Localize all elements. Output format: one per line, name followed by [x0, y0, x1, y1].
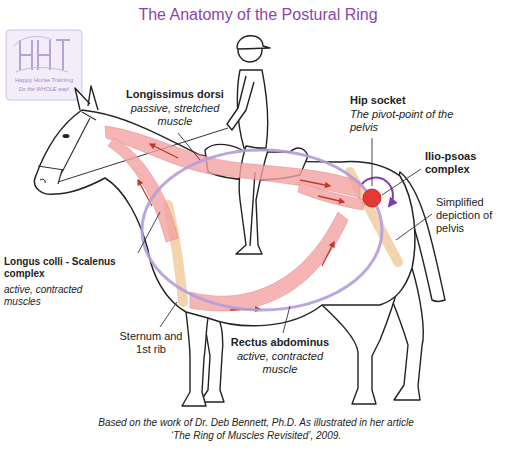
muscle-arrow: [300, 180, 330, 186]
horse-body: [34, 110, 414, 326]
iliopsoas-band: [298, 182, 365, 210]
leader-line: [178, 133, 200, 160]
postural-ring: [142, 150, 382, 310]
muscle-name: Longissimus dorsi: [120, 88, 230, 101]
rider-helmet: [237, 36, 270, 49]
rectus-band: [190, 212, 348, 311]
logo-symbol: [20, 40, 70, 70]
muscle-note: passive, stretched muscle: [125, 102, 225, 128]
rider-leg: [236, 146, 268, 254]
horse-ears: [75, 86, 98, 110]
leader-line: [372, 138, 373, 186]
rider: [227, 36, 270, 254]
near-foreleg: [182, 312, 208, 406]
stirrup-leather: [250, 172, 255, 246]
muscle-arrows: [138, 144, 344, 310]
muscle-arrow: [322, 242, 334, 266]
logo-slogan: Do the WHOLE way!: [6, 85, 82, 93]
leader-lines: [138, 133, 432, 333]
leader-line: [283, 306, 290, 333]
part-name: Hip socket: [350, 94, 470, 107]
diagram-title: The Anatomy of the Postural Ring: [2, 5, 512, 24]
part-name: Sternum and 1st rib: [118, 330, 184, 356]
muscle-arrow: [318, 196, 344, 202]
muscle-arrow: [150, 144, 178, 158]
logo-swoosh: [14, 37, 68, 72]
logo-text: Happy Horse Training: [6, 76, 82, 84]
rotation-arrow: [362, 178, 393, 206]
part-note: The pivot-point of the pelvis: [350, 108, 478, 134]
muscle-note: active, contracted muscle: [225, 350, 335, 376]
leader-line: [160, 302, 177, 327]
part-note: Simplified depiction of pelvis: [436, 196, 506, 235]
muscle-name: Longus colli - Scalenus complex: [4, 256, 149, 280]
leader-line: [396, 214, 432, 240]
muscle-note: active, contracted muscles: [4, 284, 109, 308]
hip-socket-dot: [363, 189, 381, 207]
muscle-name: Rectus abdominus: [225, 336, 335, 349]
rider-arm: [227, 76, 254, 130]
horse-nostril: [40, 179, 45, 183]
diagram-caption: Based on the work of Dr. Deb Bennett, Ph…: [96, 416, 416, 442]
muscle-name: Ilio-psoas complex: [425, 150, 497, 176]
leader-line: [138, 212, 160, 253]
leader-line: [382, 169, 421, 195]
horse-eye: [63, 134, 70, 138]
logo-panel: [6, 30, 82, 100]
logo: [6, 30, 82, 100]
